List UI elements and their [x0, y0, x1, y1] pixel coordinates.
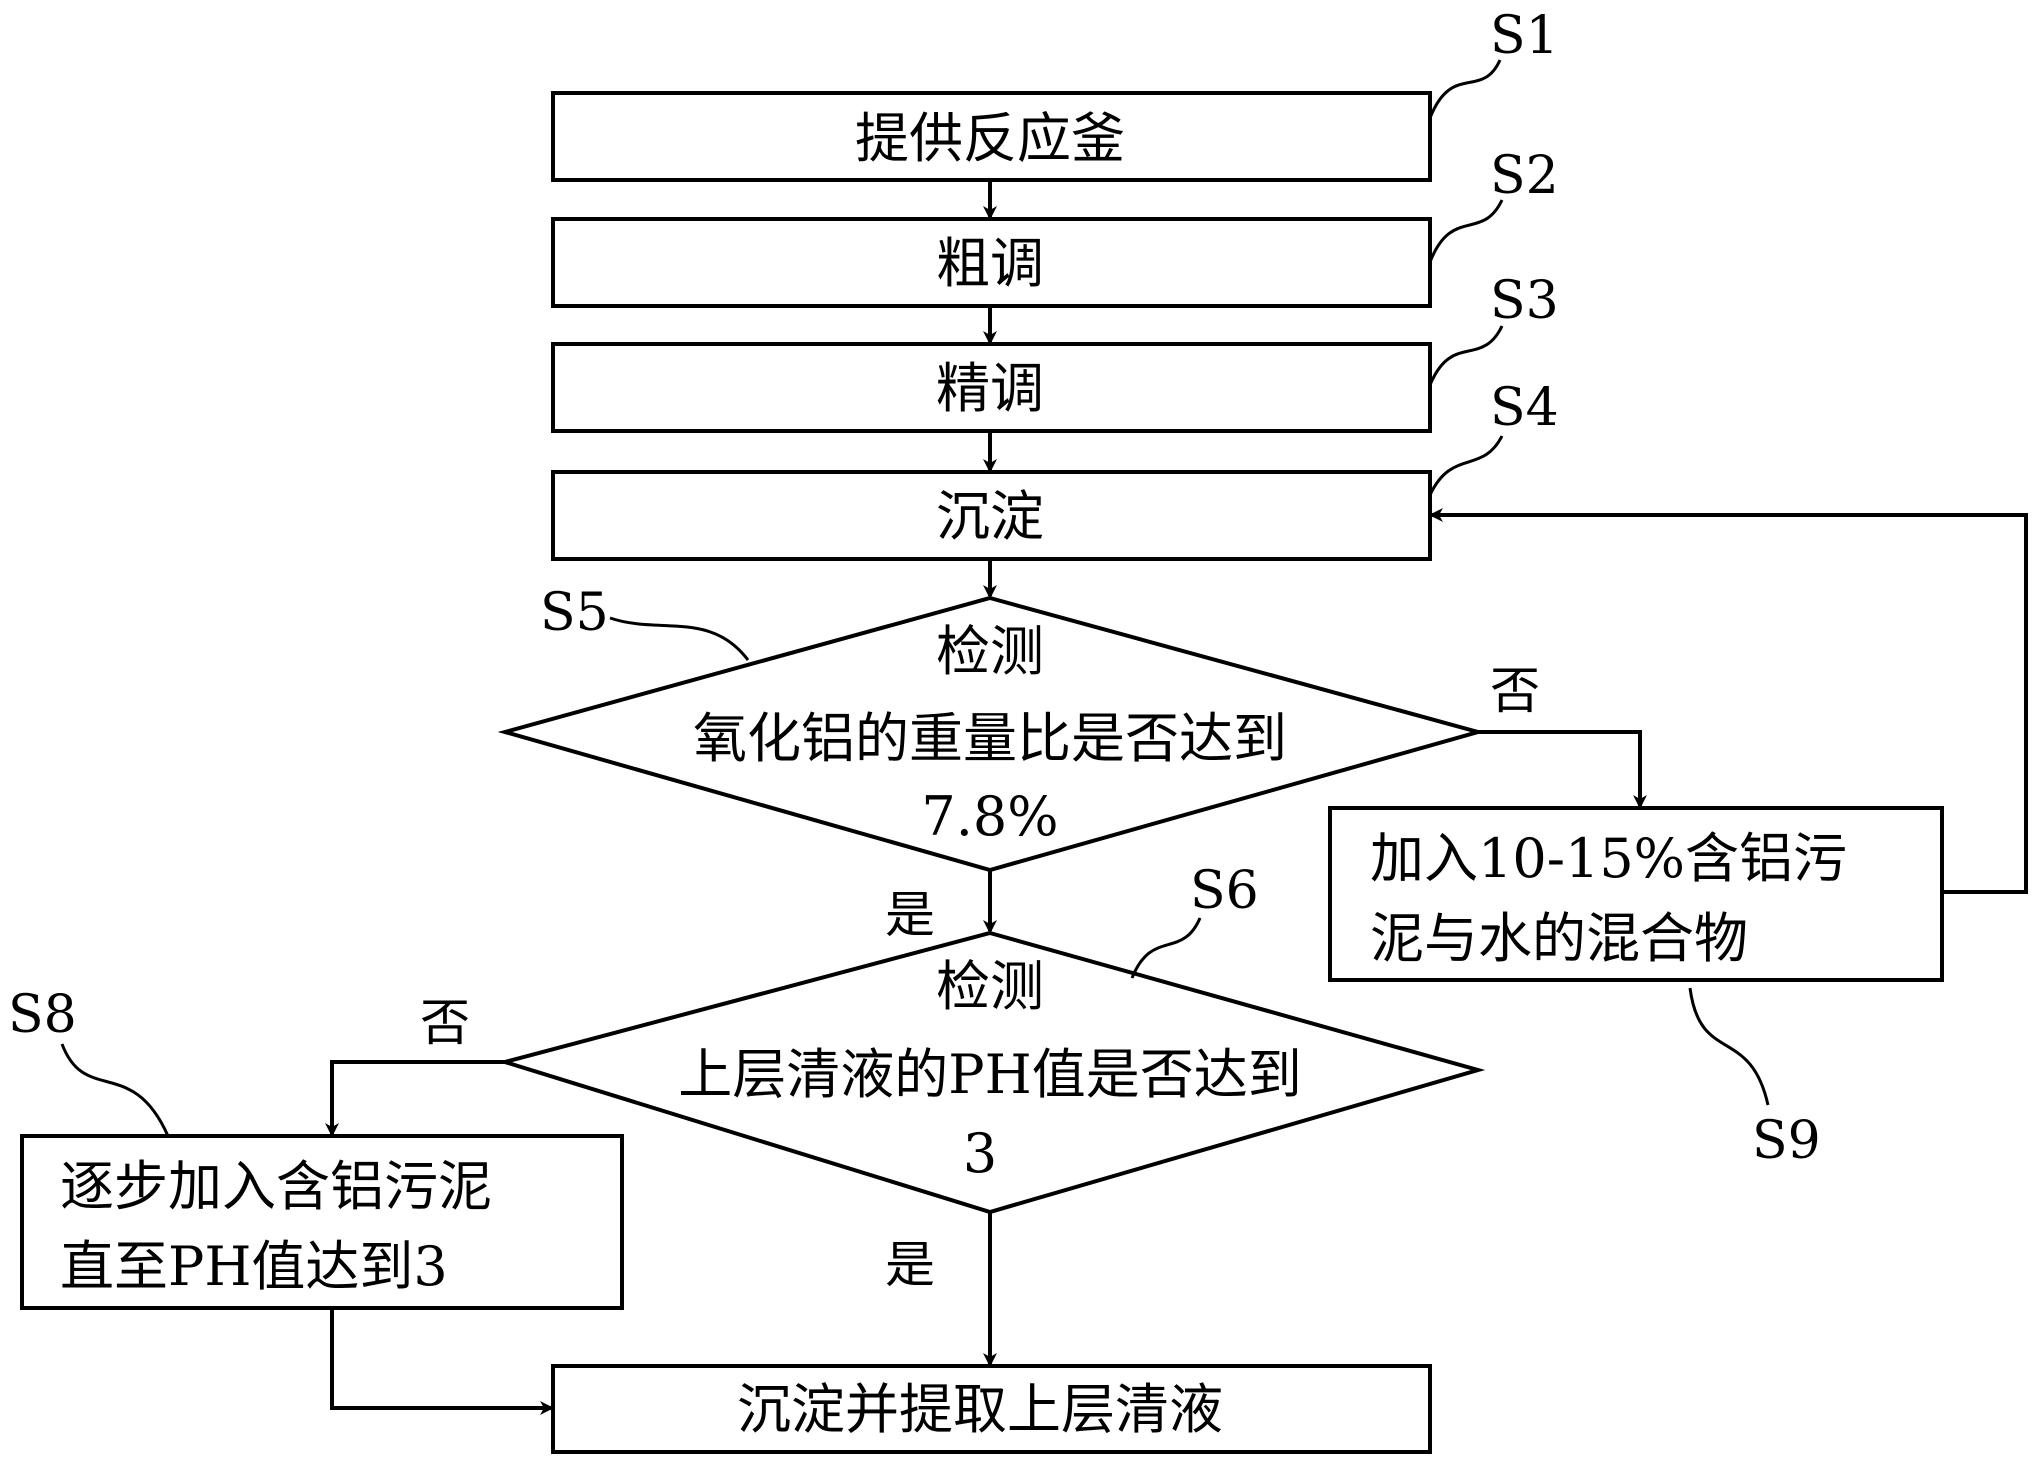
- step-s5-ref: S5: [540, 583, 609, 643]
- step-s6-ref: S6: [1190, 861, 1259, 921]
- arrow-s8-s7: [330, 1308, 554, 1415]
- leader-s1: [1428, 59, 1502, 119]
- step-s5-line3: 7.8%: [921, 785, 1058, 848]
- s6-yes-label: 是: [885, 1236, 935, 1294]
- step-s3-label: 精调: [936, 357, 1044, 420]
- leader-s5: [609, 616, 750, 661]
- leader-s6: [1130, 917, 1202, 979]
- step-s8-ref: S8: [8, 985, 77, 1045]
- leader-s8: [60, 1043, 170, 1137]
- step-s6-line1: 检测: [936, 955, 1044, 1018]
- step-s9-line1: 加入10-15%含铝污: [1370, 827, 1847, 890]
- step-s6-line3: 3: [963, 1122, 997, 1185]
- step-s5-line2: 氧化铝的重量比是否达到: [693, 707, 1287, 770]
- s5-yes-label: 是: [885, 886, 935, 944]
- arrow-s5-s9: [1478, 730, 1647, 809]
- arrow-s9-s4: [1429, 508, 2028, 894]
- step-s1-box: [551, 91, 1432, 182]
- step-s9-line2: 泥与水的混合物: [1370, 907, 1748, 970]
- leader-s4: [1428, 435, 1504, 496]
- step-s8-line1: 逐步加入含铝污泥: [60, 1155, 492, 1218]
- step-s1-ref: S1: [1490, 6, 1559, 66]
- step-s2-ref: S2: [1490, 146, 1559, 206]
- step-s7-label: 沉淀并提取上层清液: [737, 1378, 1223, 1441]
- step-s2-label: 粗调: [936, 232, 1044, 295]
- leader-s9: [1688, 987, 1770, 1106]
- step-s2-box: [551, 217, 1432, 308]
- step-s7-box: [551, 1364, 1432, 1454]
- step-s9-ref: S9: [1752, 1111, 1821, 1171]
- step-s3-ref: S3: [1490, 271, 1559, 331]
- step-s6-line2: 上层清液的PH值是否达到: [678, 1043, 1301, 1106]
- leader-s2: [1428, 199, 1504, 263]
- leader-s3: [1428, 325, 1504, 386]
- step-s5-line1: 检测: [936, 620, 1044, 683]
- step-s4-label: 沉淀: [936, 485, 1044, 548]
- step-s8-line2: 直至PH值达到3: [60, 1235, 448, 1298]
- s6-no-label: 否: [420, 994, 470, 1052]
- s5-no-label: 否: [1490, 662, 1540, 720]
- step-s4-ref: S4: [1490, 378, 1559, 438]
- step-s1-label: 提供反应釜: [855, 107, 1125, 170]
- step-s8-box: [20, 1134, 624, 1310]
- arrow-s6-s8: [325, 1060, 505, 1137]
